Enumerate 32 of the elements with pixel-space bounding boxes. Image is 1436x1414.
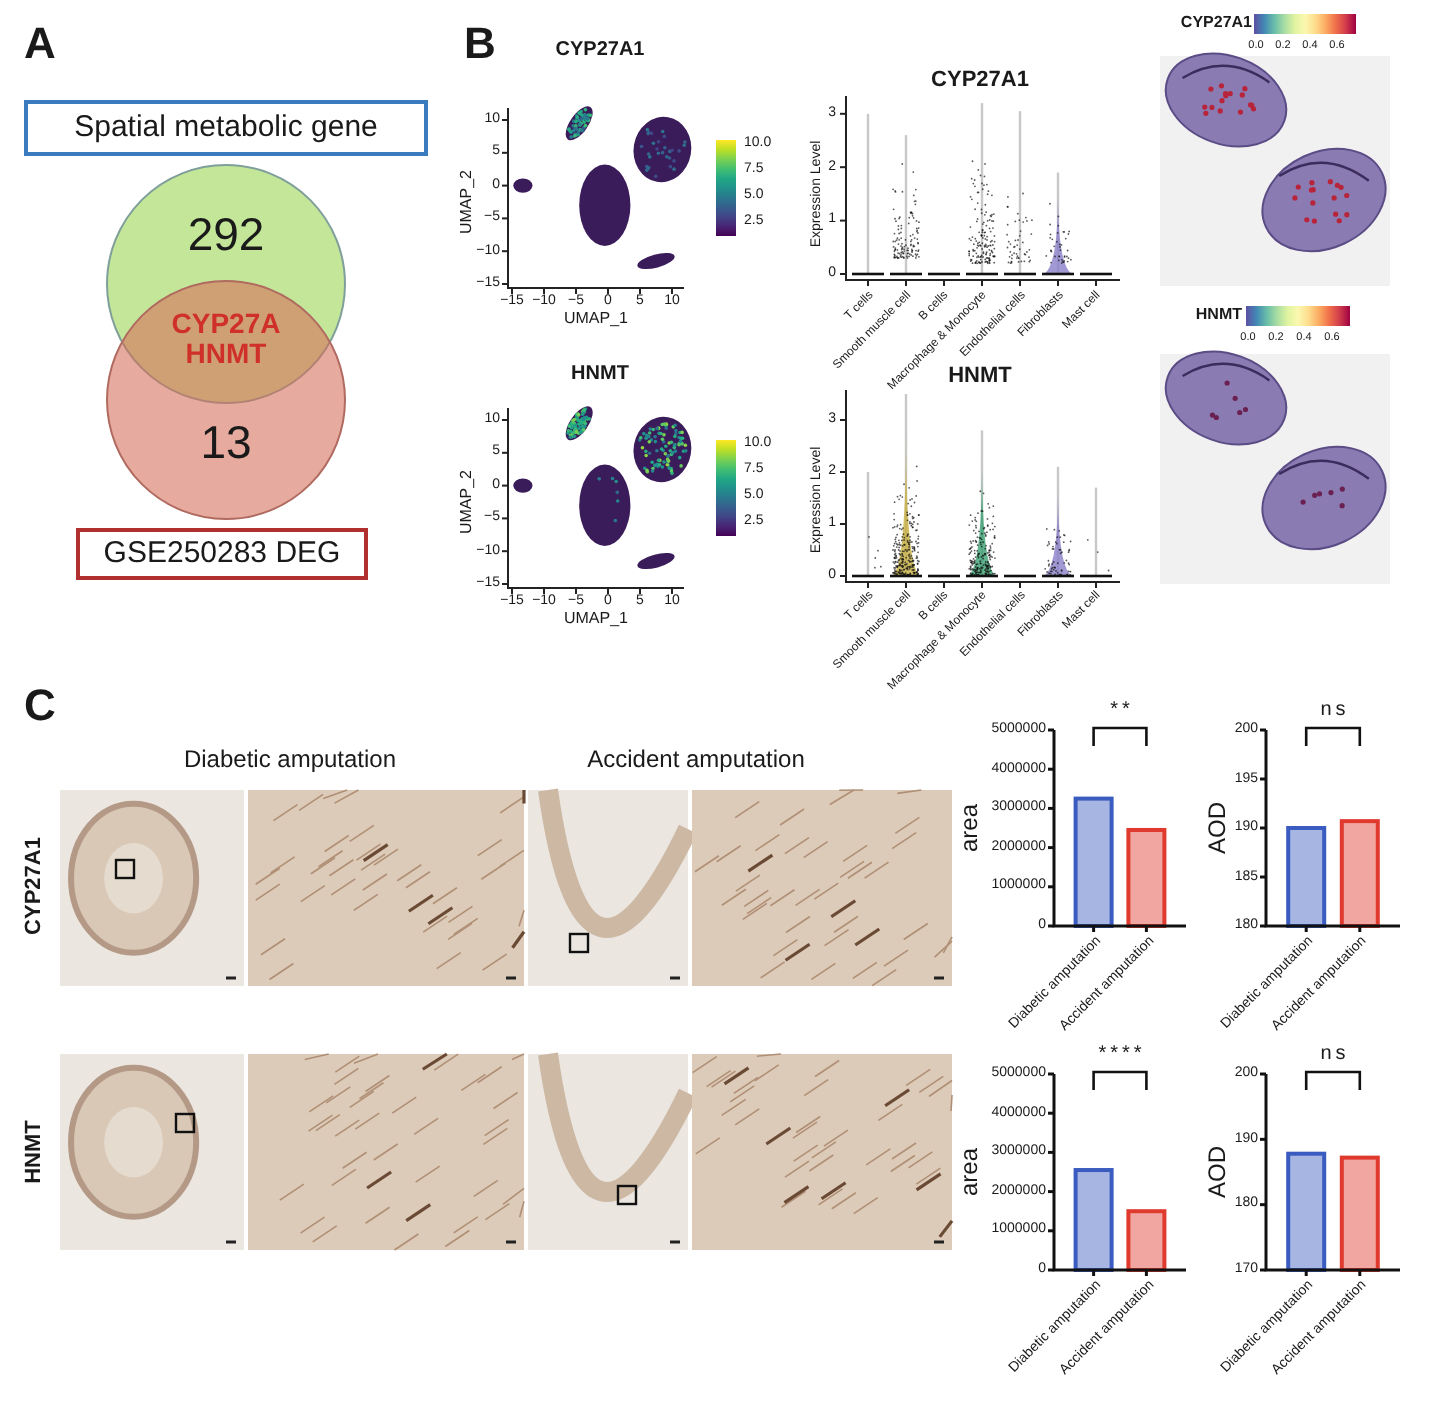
axis-title: AOD [1204, 1146, 1232, 1198]
plot-title: HNMT [948, 363, 1012, 389]
column-header: Diabetic amputation [183, 746, 397, 774]
axis-title: area [956, 1147, 984, 1197]
plot-title: HNMT [571, 363, 629, 385]
gene-label: HNMT [1195, 307, 1242, 325]
box-label: Spatial metabolic gene [74, 111, 378, 145]
row-label: HNMT [21, 1120, 47, 1184]
axis-title: UMAP_2 [459, 470, 477, 534]
panel-letter: B [464, 19, 496, 69]
gene-overlap-label: CYP27A HNMT [169, 309, 283, 371]
significance-label: ns [1320, 699, 1350, 721]
significance-label: ** [1110, 699, 1134, 721]
axis-title: UMAP_2 [459, 170, 477, 234]
panel-letter: C [24, 681, 56, 731]
axis-title: UMAP_1 [564, 611, 628, 629]
axis-title: area [956, 803, 984, 853]
count-label: 13 [200, 418, 252, 469]
significance-label: **** [1098, 1043, 1146, 1065]
significance-label: ns [1320, 1043, 1350, 1065]
axis-title: UMAP_1 [564, 311, 628, 329]
count-label: 292 [187, 210, 265, 261]
category-box [76, 528, 368, 580]
axis-title: AOD [1204, 802, 1232, 854]
box-label: GSE250283 DEG [103, 537, 341, 571]
plot-title: CYP27A1 [931, 67, 1029, 93]
row-label: CYP27A1 [21, 837, 47, 935]
column-header: Accident amputation [587, 746, 805, 774]
plot-title: CYP27A1 [555, 39, 645, 61]
category-box [24, 100, 428, 156]
panel-letter: A [24, 19, 56, 69]
gene-label: CYP27A1 [1180, 15, 1252, 33]
